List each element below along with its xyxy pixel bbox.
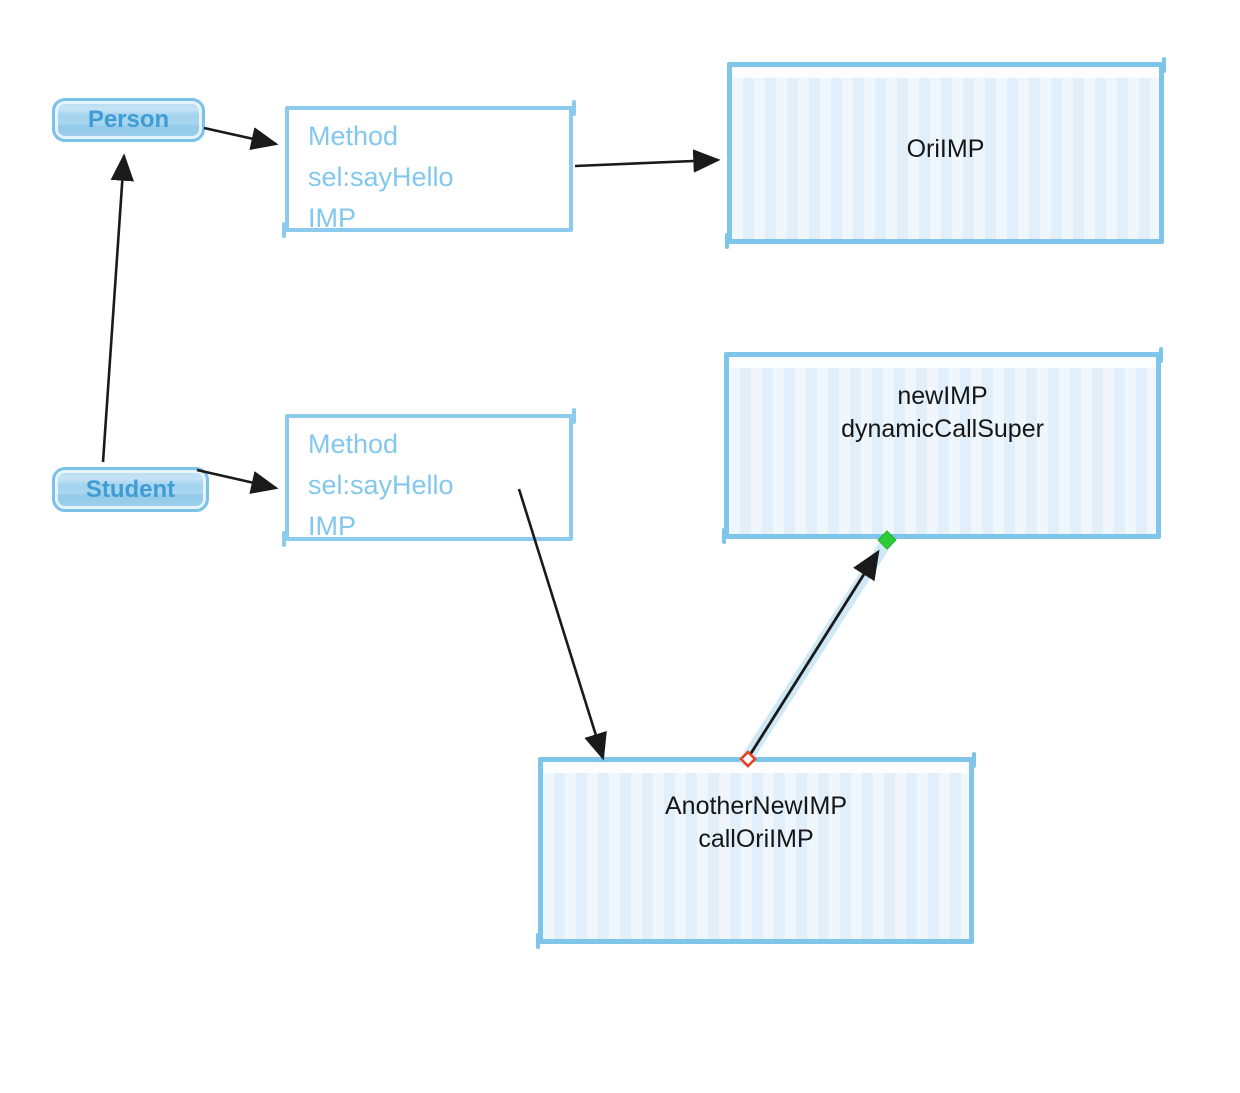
method-student-line-2: sel:sayHello bbox=[308, 470, 454, 500]
edge-anothernewimp-to-newimp[interactable] bbox=[746, 549, 880, 759]
node-method-person[interactable]: Method sel:sayHello IMP bbox=[282, 100, 576, 238]
node-student[interactable]: Student bbox=[52, 467, 209, 512]
node-ori-imp[interactable]: OriIMP bbox=[725, 57, 1166, 249]
edge-selected-halo bbox=[740, 537, 892, 766]
node-student-label: Student bbox=[85, 475, 176, 503]
method-person-line-1: Method bbox=[308, 121, 399, 151]
node-method-student[interactable]: Method sel:sayHello IMP bbox=[282, 408, 576, 547]
node-another-new-imp-label-2: callOriIMP bbox=[698, 825, 814, 853]
method-student-line-1: Method bbox=[308, 429, 399, 459]
method-person-line-3: IMP bbox=[308, 203, 357, 233]
node-person-label: Person bbox=[87, 106, 170, 133]
node-another-new-imp-label-1: AnotherNewIMP bbox=[664, 792, 848, 820]
node-another-new-imp[interactable]: AnotherNewIMP callOriIMP bbox=[536, 752, 976, 949]
node-person[interactable]: Person bbox=[52, 98, 205, 142]
node-new-imp-label-2: dynamicCallSuper bbox=[841, 415, 1044, 443]
edge-person-to-method[interactable] bbox=[203, 126, 279, 151]
node-ori-imp-label: OriIMP bbox=[906, 135, 985, 163]
edge-student-to-person[interactable] bbox=[101, 153, 134, 463]
method-person-line-2: sel:sayHello bbox=[308, 162, 454, 192]
node-new-imp-label-1: newIMP bbox=[897, 382, 988, 410]
node-new-imp[interactable]: newIMP dynamicCallSuper bbox=[722, 347, 1163, 544]
method-student-line-3: IMP bbox=[308, 511, 357, 541]
edge-method-to-oriimp[interactable] bbox=[574, 149, 721, 173]
